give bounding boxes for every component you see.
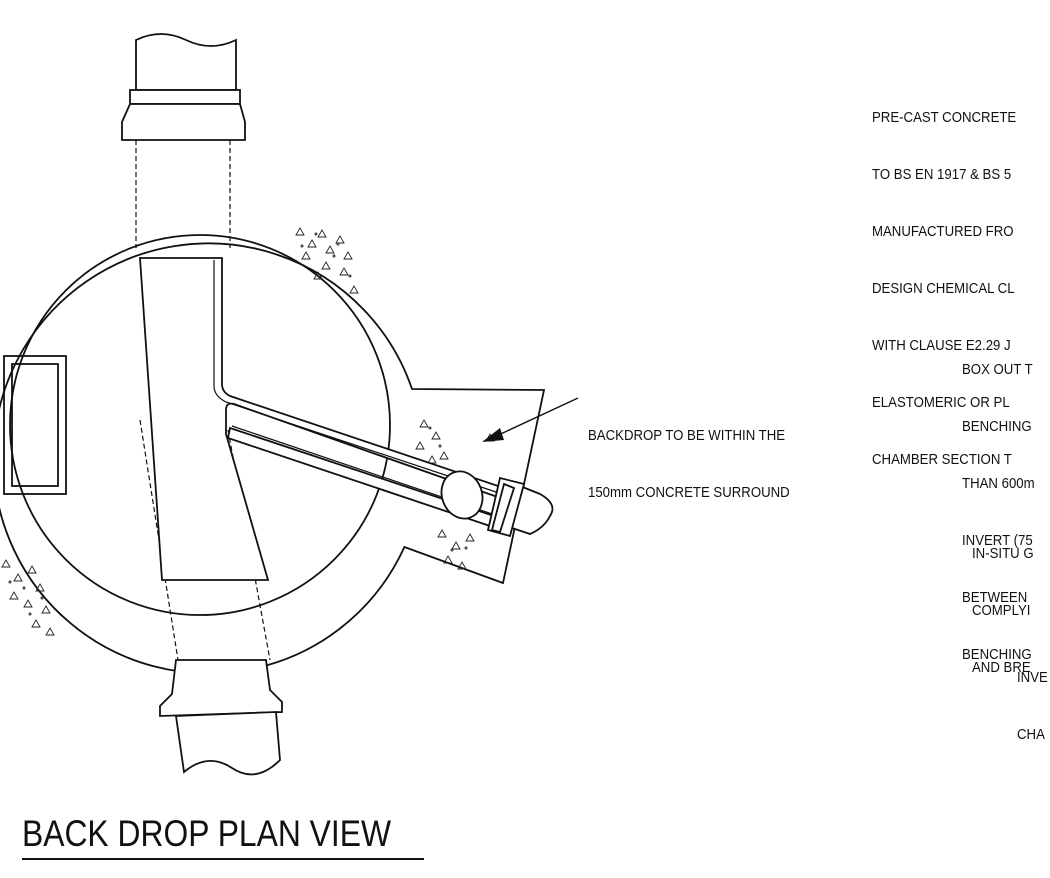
pipe-hidden-lines-top — [135, 140, 231, 248]
note-line: INVERT (75 — [962, 532, 1033, 549]
title-underline — [22, 858, 424, 860]
note-line: CHAMBER SECTION T — [872, 451, 1012, 468]
outgoing-pipe-bottom — [159, 659, 283, 776]
backdrop-leader-arrowhead — [482, 428, 504, 442]
note-line: IN-SITU G — [972, 545, 1034, 562]
incoming-pipe-top — [121, 33, 246, 141]
note-line: BENCHING — [962, 646, 1032, 663]
backdrop-leader-line — [491, 397, 579, 439]
note-line: BETWEEN — [962, 589, 1028, 606]
note-line: ELASTOMERIC OR PL — [872, 394, 1010, 411]
lateral-pipe — [486, 476, 554, 538]
note-precast-concrete: PRE-CAST CONCRETE TO BS EN 1917 & BS 5 M… — [872, 70, 1016, 488]
channel-benching-outline — [139, 257, 512, 581]
note-box-out: BOX OUT T BENCHING THAN 600m INVERT (75 … — [962, 322, 1035, 683]
concrete-hatch-left — [1, 559, 55, 636]
backdrop-callout-label: BACKDROP TO BE WITHIN THE 150mm CONCRETE… — [588, 388, 790, 521]
note-line: WITH CLAUSE E2.29 J — [872, 337, 1011, 354]
note-line: BENCHING — [962, 418, 1032, 435]
chamber-inner-wall — [9, 234, 391, 616]
note-line: THAN 600m — [962, 475, 1035, 492]
note-line: BOX OUT T — [962, 361, 1033, 378]
concrete-surround-outline — [0, 242, 546, 675]
note-line: DESIGN CHEMICAL CL — [872, 280, 1015, 297]
concrete-hatch-top-right — [295, 227, 359, 294]
note-line: BACKDROP TO BE WITHIN THE — [588, 427, 786, 444]
note-line: 150mm CONCRETE SURROUND — [588, 484, 790, 501]
note-line: PRE-CAST CONCRETE — [872, 109, 1017, 126]
note-line: MANUFACTURED FRO — [872, 223, 1014, 240]
note-line: AND BRE — [972, 659, 1031, 676]
box-out-left — [3, 355, 67, 495]
backdrop-pipe-end — [440, 470, 484, 520]
note-line: COMPLYI — [972, 602, 1031, 619]
drawing-title: BACK DROP PLAN VIEW — [22, 813, 391, 854]
note-in-situ: IN-SITU G COMPLYI AND BRE — [972, 506, 1034, 696]
note-line: TO BS EN 1917 & BS 5 — [872, 166, 1012, 183]
note-line: CHA — [1017, 726, 1045, 743]
note-line: INVE — [1017, 669, 1048, 686]
note-invert: INVE CHA — [1017, 630, 1048, 763]
